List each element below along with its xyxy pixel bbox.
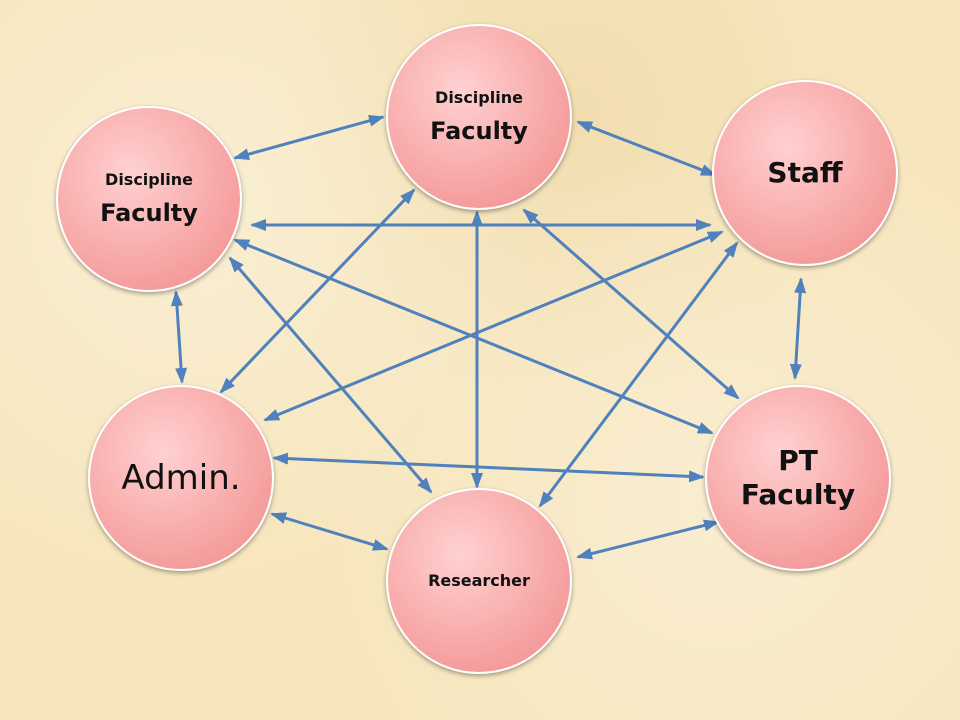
arrow-admin-pt-faculty [272,452,705,483]
node-staff: Staff [712,80,898,266]
arrow-admin-researcher [270,512,389,551]
arrow-left-faculty-top-faculty [233,114,385,161]
arrow-top-faculty-staff [576,120,717,177]
node-label-line1: PT [778,444,818,477]
node-main-label: Staff [767,156,843,189]
node-main-label: Faculty [100,199,198,227]
node-discipline-faculty-left: Discipline Faculty [56,106,242,292]
node-researcher: Researcher [386,488,572,674]
node-sub-label: Discipline [105,170,193,189]
arrow-left-faculty-admin [170,290,188,384]
node-discipline-faculty-top: Discipline Faculty [386,24,572,210]
node-main-label: Admin. [121,458,241,498]
node-label-line2: Faculty [740,478,856,511]
arrow-staff-admin [263,230,724,422]
node-main-label: Researcher [428,571,530,590]
node-pt-faculty: PT Faculty [705,385,891,571]
node-main-label: Faculty [430,117,528,145]
node-sub-label: Discipline [435,88,523,107]
node-admin: Admin. [88,385,274,571]
arrow-researcher-pt-faculty [576,519,720,560]
arrow-staff-pt-faculty [789,277,807,380]
